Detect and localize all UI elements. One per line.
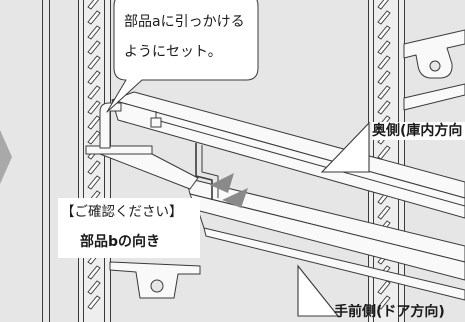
back-pointer-icon xyxy=(320,121,370,173)
rail-slot xyxy=(87,280,101,295)
rail-slot xyxy=(377,0,389,10)
rail-slot xyxy=(87,295,101,310)
bracket-hole xyxy=(150,279,164,293)
rail-slot xyxy=(377,10,391,25)
front-pointer-icon xyxy=(297,264,340,317)
notice-box: 【ご確認ください】 部品bの向き xyxy=(58,198,200,258)
back-direction-label: 奥側(庫内方向 xyxy=(372,122,465,140)
rail-slot xyxy=(87,175,101,190)
arrowhead-left-icon xyxy=(222,188,248,208)
left-rail-slots xyxy=(87,0,101,310)
callout-line-2: ようにセット。 xyxy=(124,44,222,60)
rail-slot xyxy=(87,40,101,55)
rail-slot xyxy=(87,0,99,10)
clip-tab xyxy=(85,145,153,155)
rail-slot xyxy=(377,205,391,220)
rail-slot xyxy=(377,280,391,295)
lower-left-bracket xyxy=(109,261,201,299)
rail-slot xyxy=(377,70,391,85)
upper-right-bracket xyxy=(403,29,465,111)
part-b-bend xyxy=(195,143,213,200)
cabinet-wall xyxy=(42,0,50,322)
rail-slot xyxy=(377,40,391,55)
rail-slot xyxy=(377,100,391,115)
clip-screw xyxy=(150,117,162,128)
rail-slot xyxy=(377,55,391,70)
rail-slot xyxy=(87,55,101,70)
bracket-hole xyxy=(429,60,441,72)
notice-heading: 【ご確認ください】 xyxy=(61,204,183,220)
left-rail xyxy=(78,0,111,322)
rail-slot xyxy=(377,85,391,100)
callout-bubble xyxy=(106,0,259,113)
rail-slot xyxy=(87,70,101,85)
rail-slot xyxy=(87,85,101,100)
bracket-plate xyxy=(403,83,465,111)
rail-slot xyxy=(87,25,101,40)
bracket-plate xyxy=(403,29,465,79)
callout-line-1: 部品aに引っかける xyxy=(124,14,245,30)
rail-slot xyxy=(377,145,391,160)
rail-slot xyxy=(87,265,101,280)
lower-beam xyxy=(185,177,465,301)
left-clip xyxy=(85,102,199,190)
notice-text: 部品bの向き xyxy=(80,234,161,250)
arrowhead-left-icon xyxy=(210,173,234,193)
rail-slot xyxy=(87,100,101,115)
lower-beam-lip xyxy=(203,227,465,301)
rail-slot xyxy=(87,10,101,25)
front-direction-label: 手前側(ドア方向) xyxy=(334,304,445,320)
rail-slot xyxy=(377,25,391,40)
rail-slot xyxy=(377,295,391,310)
upper-beam-groove xyxy=(159,120,465,207)
rail-slot xyxy=(87,160,101,175)
clip-fin xyxy=(99,153,199,190)
part-b-arrows xyxy=(210,173,248,208)
chevron-right-icon xyxy=(0,130,12,184)
clip-hook xyxy=(99,102,122,149)
